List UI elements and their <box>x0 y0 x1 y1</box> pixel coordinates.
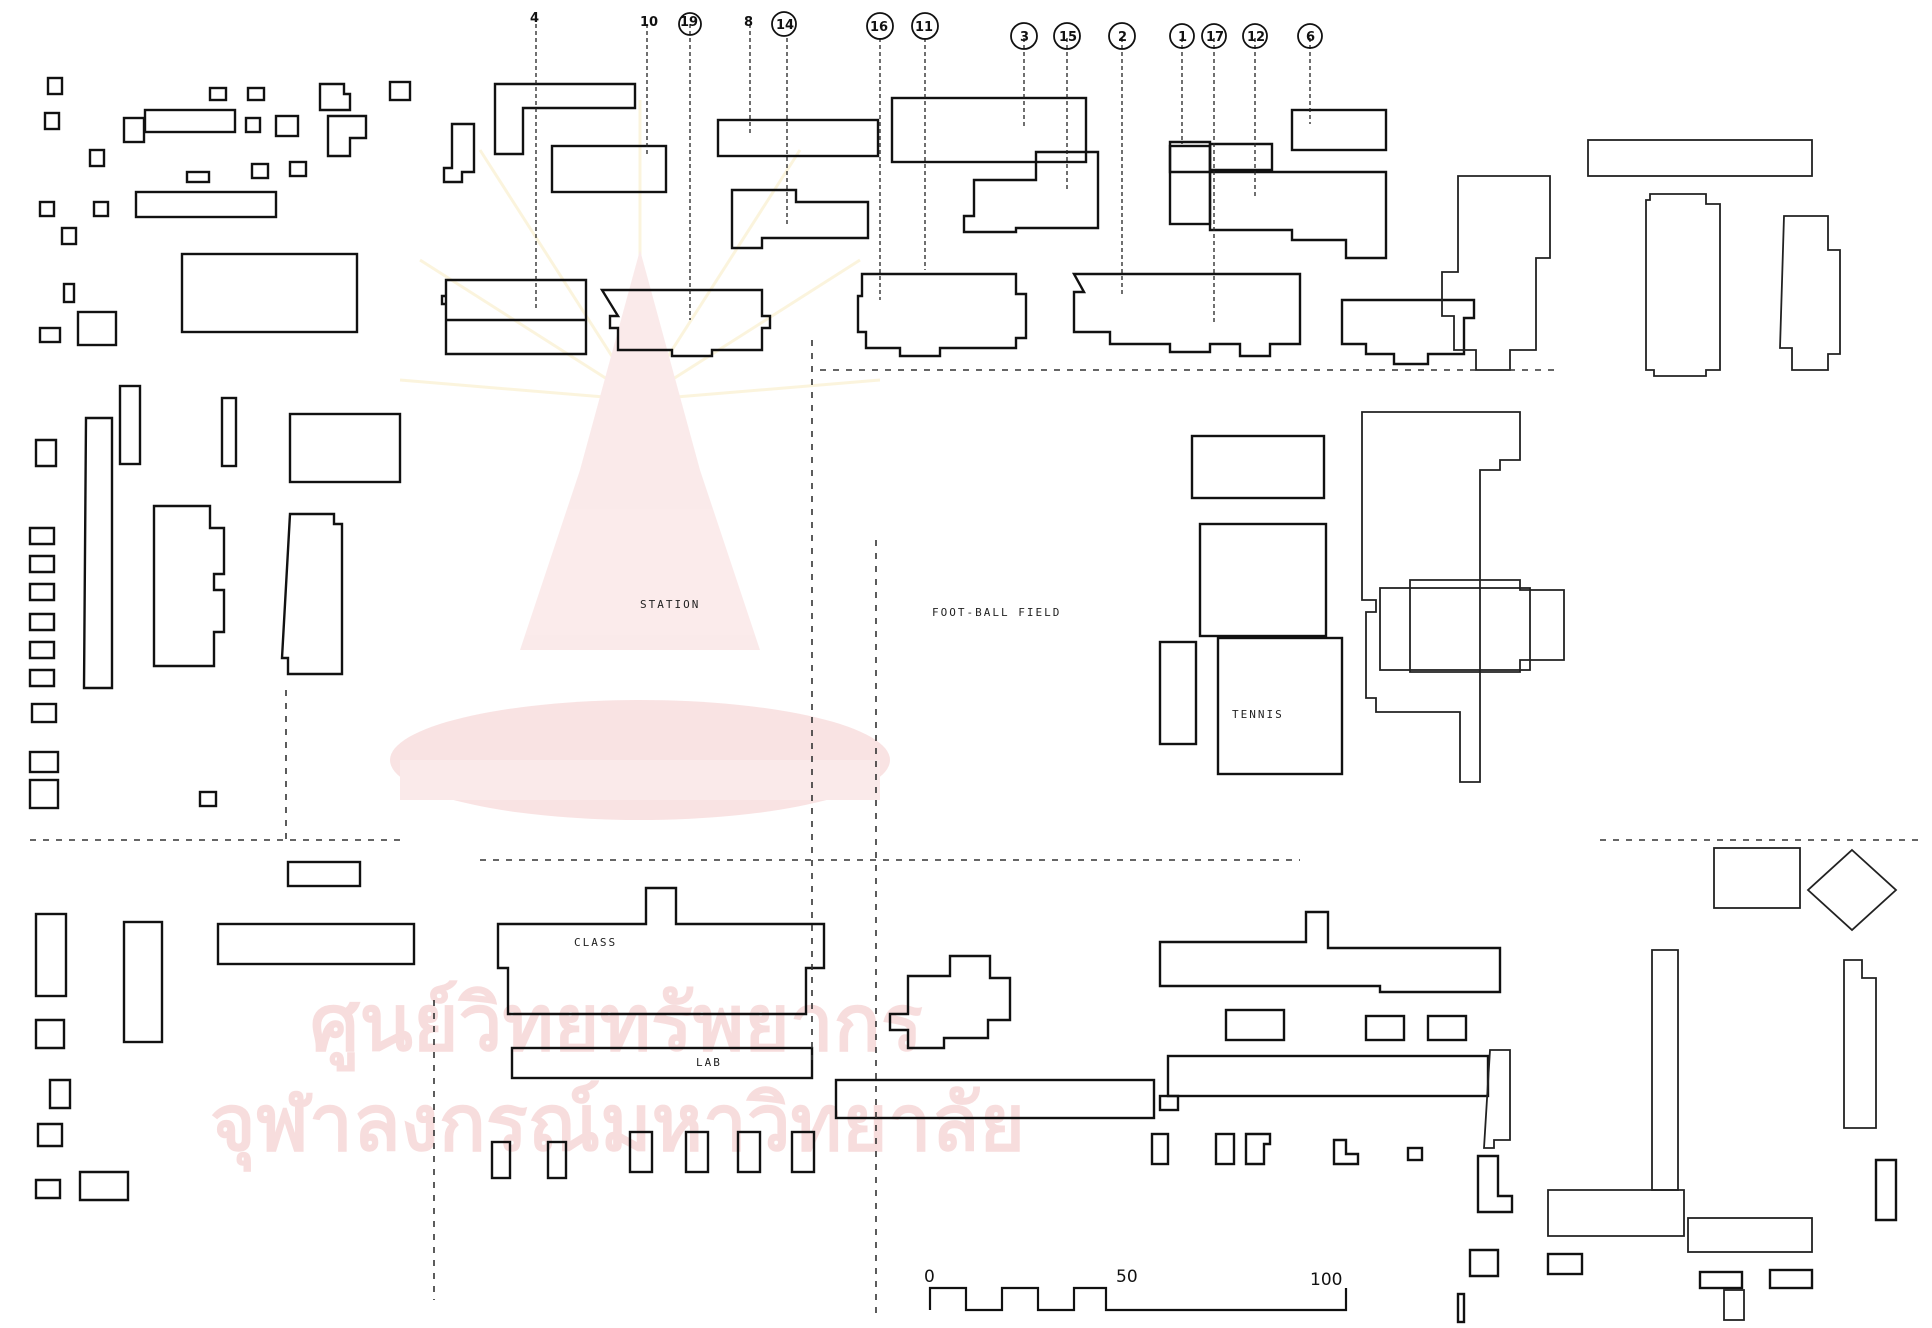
building-number-17: 17 <box>1206 30 1224 45</box>
building-cluster-top-left <box>38 76 412 347</box>
building-number-4: 4 <box>530 11 539 26</box>
label-football-field: FOOT-BALL FIELD <box>932 606 1061 619</box>
building-number-8: 8 <box>744 15 753 30</box>
watermark-line1: ศูนย์วิทยทรัพยากร <box>310 979 923 1072</box>
building-number-10: 10 <box>640 15 658 30</box>
building-number-6: 6 <box>1306 30 1315 45</box>
building-number-1: 1 <box>1178 30 1187 45</box>
scale-mark-100: 100 <box>1310 1270 1342 1290</box>
building-cluster-top-center <box>440 82 1088 358</box>
watermark-line2: จุฬาลงกรณ์มหาวิทยาลัย <box>210 1079 1025 1172</box>
building-number-11: 11 <box>915 20 933 35</box>
label-class: CLASS <box>574 936 617 949</box>
building-number-19: 19 <box>680 15 698 30</box>
building-number-3: 3 <box>1020 30 1029 45</box>
building-cluster-middle-left <box>28 384 402 888</box>
area-labels: STATION FOOT-BALL FIELD TENNIS CLASS LAB <box>574 598 1284 1069</box>
watermark-emblem <box>390 100 890 820</box>
scale-bar: 0 50 100 <box>924 1267 1348 1312</box>
building-number-2: 2 <box>1118 30 1127 45</box>
scale-mark-0: 0 <box>924 1267 935 1287</box>
scale-mark-50: 50 <box>1116 1267 1138 1287</box>
building-number-12: 12 <box>1247 30 1265 45</box>
label-tennis: TENNIS <box>1232 708 1284 721</box>
building-number-14: 14 <box>776 18 794 33</box>
watermark: ศูนย์วิทยทรัพยากร จุฬาลงกรณ์มหาวิทยาลัย <box>210 100 1025 1172</box>
label-station: STATION <box>640 598 700 611</box>
building-cluster-middle-right <box>1158 411 1565 783</box>
label-lab: LAB <box>696 1056 722 1069</box>
road-lines <box>30 340 1920 1320</box>
building-number-16: 16 <box>870 20 888 35</box>
building-cluster-bottom <box>34 847 1898 1324</box>
building-number-callouts: 4 10 19 8 14 16 11 3 15 2 1 17 12 6 <box>530 11 1323 324</box>
building-number-15: 15 <box>1059 30 1077 45</box>
building-cluster-top-right <box>962 108 1841 377</box>
